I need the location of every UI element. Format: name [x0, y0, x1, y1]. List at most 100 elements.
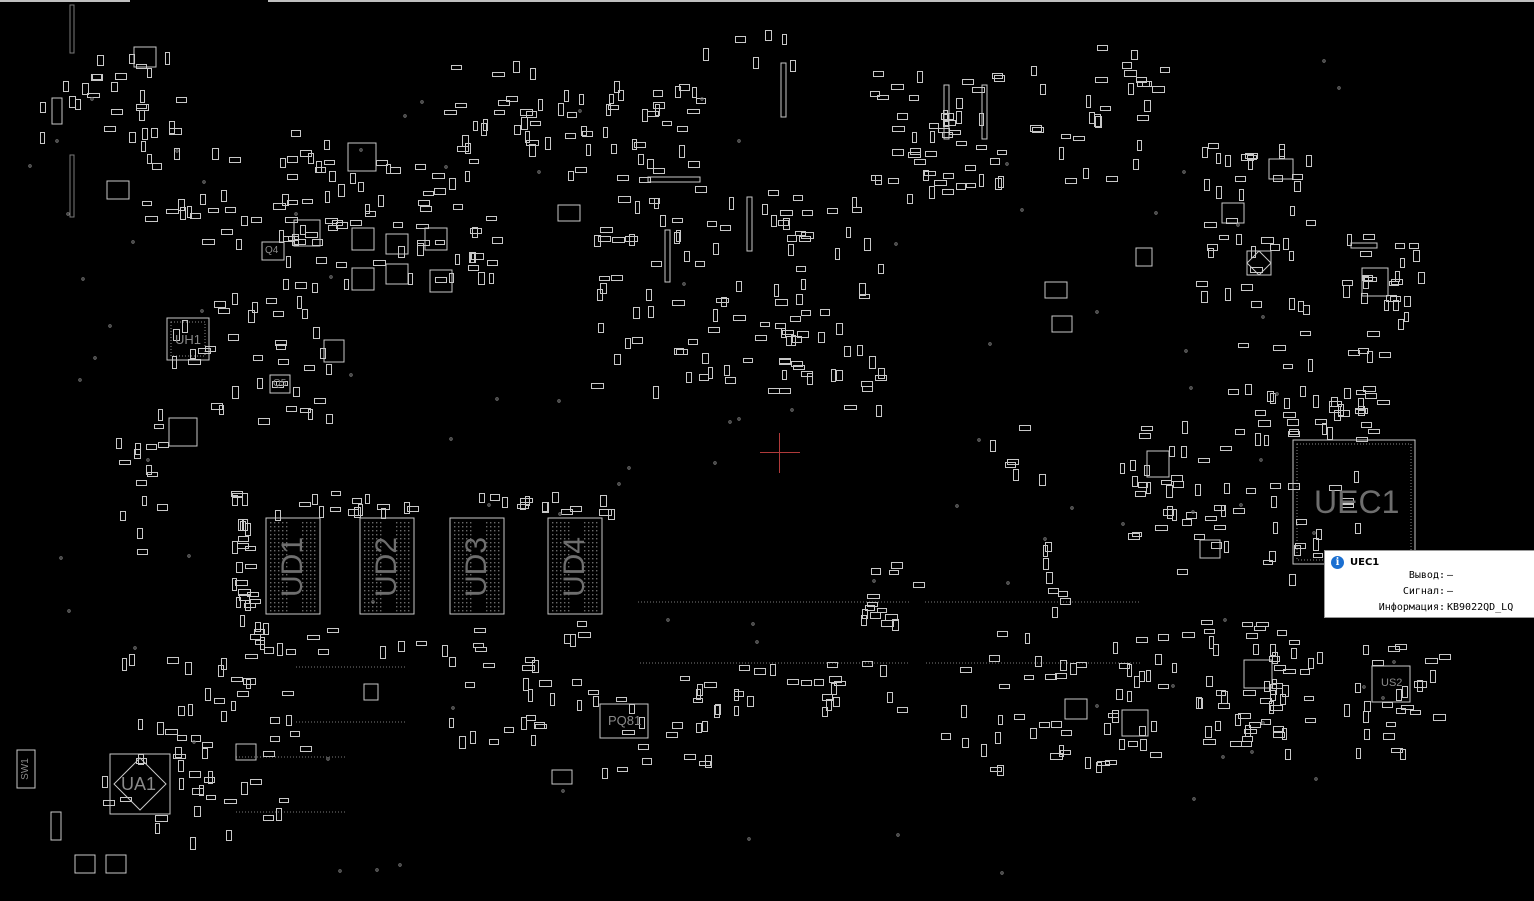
bga-ball: [314, 522, 316, 524]
bga-ball: [380, 522, 382, 524]
passive-footprint: [1173, 481, 1184, 488]
bga-ball: [364, 558, 366, 560]
bga-ball: [380, 598, 382, 600]
bga-ball: [364, 538, 366, 540]
passive-footprint: [487, 260, 498, 266]
via: [728, 420, 732, 424]
passive-footprint: [859, 294, 870, 299]
bga-ball: [376, 610, 378, 612]
passive-footprint: [925, 151, 937, 157]
passive-footprint: [145, 216, 158, 222]
passive-footprint: [1261, 237, 1274, 244]
bga-ball: [310, 566, 312, 568]
bga-ball: [556, 546, 558, 548]
bga-ball: [556, 530, 558, 532]
bga-ball: [278, 578, 280, 580]
bga-ball: [376, 606, 378, 608]
bga-ball: [564, 598, 566, 600]
passive-footprint: [1243, 690, 1256, 696]
passive-footprint: [529, 144, 536, 157]
bga-ball: [552, 522, 554, 524]
bga-ball: [588, 590, 590, 592]
bga-ball: [470, 526, 472, 528]
bga-ball: [470, 534, 472, 536]
bga-ball: [552, 598, 554, 600]
passive-footprint: [782, 370, 787, 380]
bga-ball: [282, 522, 284, 524]
bga-ball: [270, 594, 272, 596]
bga-ball: [314, 574, 316, 576]
passive-footprint: [136, 104, 147, 109]
passive-footprint: [1277, 630, 1287, 636]
bga-ball: [302, 538, 304, 540]
bga-ball: [470, 522, 472, 524]
bga-ball: [302, 598, 304, 600]
passive-footprint: [376, 160, 388, 166]
bga-ball: [404, 586, 406, 588]
bga-ball: [396, 534, 398, 536]
bga-ball: [306, 538, 308, 540]
via: [1392, 660, 1396, 664]
passive-footprint: [735, 36, 746, 43]
bga-ball: [408, 558, 410, 560]
bga-ball: [560, 562, 562, 564]
passive-footprint: [236, 239, 242, 250]
bga-ball: [408, 554, 410, 556]
bga-ball: [270, 566, 272, 568]
passive-footprint: [294, 239, 306, 245]
bga-ball: [274, 566, 276, 568]
passive-footprint: [208, 208, 219, 213]
passive-footprint: [677, 126, 688, 132]
bga-ball: [494, 546, 496, 548]
bga-ball: [278, 558, 280, 560]
passive-footprint: [796, 294, 803, 305]
tooltip-key: Сигнал:: [1402, 586, 1445, 597]
passive-footprint: [999, 684, 1010, 689]
passive-footprint: [1203, 739, 1216, 745]
bga-ball: [364, 594, 366, 596]
bga-ball: [552, 554, 554, 556]
passive-footprint: [250, 779, 262, 785]
passive-footprint: [1242, 622, 1253, 627]
bga-ball: [372, 574, 374, 576]
passive-footprint: [1356, 748, 1361, 759]
via: [1312, 531, 1316, 535]
connector-strip: [69, 4, 75, 54]
passive-footprint: [846, 227, 851, 238]
bga-ball: [278, 602, 280, 604]
passive-footprint: [998, 715, 1003, 725]
bga-ball: [494, 534, 496, 536]
passive-footprint: [786, 336, 792, 346]
passive-footprint: [329, 171, 336, 182]
bga-ball: [596, 550, 598, 552]
bga-ball: [486, 542, 488, 544]
passive-footprint: [416, 641, 427, 646]
bga-ball: [306, 590, 308, 592]
passive-footprint: [1344, 388, 1351, 399]
passive-footprint: [526, 140, 539, 146]
bga-ball: [396, 526, 398, 528]
bga-ball: [306, 574, 308, 576]
passive-footprint: [966, 183, 976, 188]
bga-ball: [552, 558, 554, 560]
passive-footprint: [418, 200, 430, 206]
passive-footprint: [1356, 390, 1366, 395]
bga-ball: [274, 594, 276, 596]
u-outline: [429, 269, 453, 293]
bga-ball: [380, 550, 382, 552]
passive-footprint: [350, 173, 356, 184]
bga-ball: [466, 554, 468, 556]
passive-footprint: [291, 130, 301, 137]
bga-ball: [564, 554, 566, 556]
passive-footprint: [1228, 389, 1239, 395]
passive-footprint: [1132, 532, 1142, 537]
bga-ball: [470, 610, 472, 612]
bga-ball: [466, 574, 468, 576]
via: [977, 438, 981, 442]
passive-footprint: [40, 132, 45, 144]
bga-ball: [286, 574, 288, 576]
bga-ball: [588, 602, 590, 604]
via: [175, 149, 179, 153]
